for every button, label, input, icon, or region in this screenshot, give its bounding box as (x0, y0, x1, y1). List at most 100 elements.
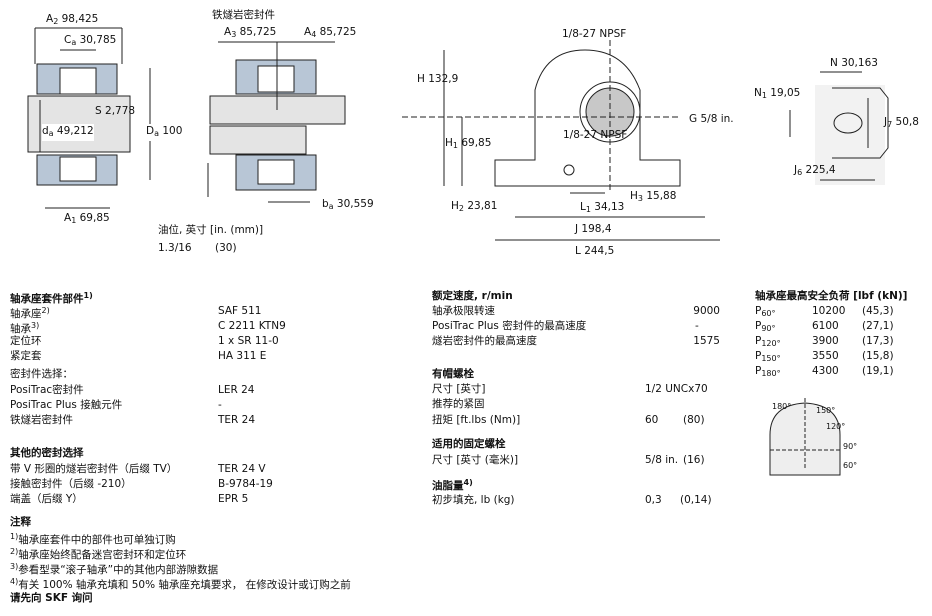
note-sup: 1) (10, 532, 19, 541)
note-sup: 2) (10, 547, 19, 556)
dim-a1-value: 69,85 (79, 212, 110, 224)
speed-title: 额定速度, r/min (432, 290, 513, 302)
dim-da-outer-value: 100 (162, 125, 183, 137)
attach-bolt-label: 尺寸 [英寸 (毫米)] (432, 454, 519, 466)
dim-da-outer: Da 100 (146, 124, 183, 141)
kit-row-label: 轴承3) (10, 319, 39, 336)
notes-title: 注释 (10, 516, 31, 528)
angle-120: 120° (826, 422, 846, 431)
oil-level-mm: (30) (215, 242, 237, 254)
other-seal-value: EPR 5 (218, 493, 249, 505)
dim-da-value: 49,212 (56, 125, 94, 137)
speed-label: PosiTrac Plus 密封件的最高速度 (432, 320, 587, 332)
cap-bolt-title: 有帽螺栓 (432, 368, 474, 380)
dim-a3-value: 85,725 (239, 26, 277, 38)
kit-label-sup: 3) (31, 321, 40, 330)
npsf-mid: 1/8-27 NPSF (563, 129, 628, 141)
dim-ba: ba 30,559 (322, 198, 374, 211)
dim-a1: A1 69,85 (64, 212, 110, 225)
dim-j7-value: 50,8 (895, 116, 919, 128)
attach-bolt-title: 适用的固定螺栓 (432, 438, 506, 450)
kit-label-text: 轴承座 (10, 308, 42, 320)
dim-h2: H2 23,81 (451, 200, 498, 213)
load-angle: 180° (761, 369, 781, 378)
speed-label: 燧岩密封件的最高速度 (432, 335, 537, 347)
load-label: P90° (755, 320, 776, 333)
note-sup: 3) (10, 562, 19, 571)
seal-label: PosiTrac密封件 (10, 384, 84, 396)
kit-row-label: 紧定套 (10, 350, 42, 362)
grease-label: 初步填充, lb (kg) (432, 494, 515, 506)
dim-a3: A3 85,725 (224, 26, 277, 39)
cap-bolt-size-label: 尺寸 [英寸] (432, 383, 486, 395)
dim-n1-value: 19,05 (770, 87, 801, 99)
note-sup: 4) (10, 577, 19, 586)
load-kn: (17,3) (862, 335, 894, 347)
foot-slot-drawing (789, 71, 889, 185)
seal-label: PosiTrac Plus 接触元件 (10, 399, 123, 411)
other-seal-label: 带 V 形圈的燧岩密封件（后缀 TV） (10, 463, 178, 475)
attach-bolt-mm: (16) (683, 454, 705, 466)
npsf-top: 1/8-27 NPSF (562, 28, 627, 40)
note-text: 参看型录“滚子轴承”中的其他内部游隙数据 (18, 564, 219, 576)
load-kn: (45,3) (862, 305, 894, 317)
dim-h1: H1 69,85 (445, 137, 492, 150)
load-lbf: 10200 (812, 305, 846, 317)
load-angle: 120° (761, 339, 781, 348)
load-lbf: 6100 (812, 320, 839, 332)
seal-value: LER 24 (218, 384, 255, 396)
speed-value: 9000 (693, 305, 720, 317)
cap-bolt-torque-value: 60 (645, 414, 659, 426)
cap-bolt-torque-label1: 推荐的紧固 (432, 398, 485, 410)
load-label: P120° (755, 335, 781, 348)
cap-bolt-size-value: 1/2 UNCx70 (645, 383, 708, 395)
kit-row-value: C 2211 KTN9 (218, 320, 286, 332)
kit-title-sup: 1) (83, 291, 93, 300)
angle-90: 90° (843, 442, 858, 451)
grease-title-text: 油脂量 (432, 480, 464, 492)
note: 4)有关 100% 轴承充填和 50% 轴承座充填要求， 在修改设计或订购之前 (10, 575, 351, 592)
dim-j7: J7 50,8 (884, 116, 919, 129)
other-seal-value: B-9784-19 (218, 478, 273, 490)
dim-g: G 5/8 in. (689, 113, 734, 125)
seal-title: 密封件选择： (10, 368, 73, 380)
load-label: P180° (755, 365, 781, 378)
note-text: 有关 100% 轴承充填和 50% 轴承座充填要求， 在修改设计或订购之前 (18, 579, 351, 591)
dim-l1-value: 34,13 (594, 201, 625, 213)
dim-ca-value: 30,785 (79, 34, 117, 46)
dim-a2-value: 98,425 (61, 13, 99, 25)
contact-skf: 请先向 SKF 询问 (10, 592, 93, 604)
kit-row-value: 1 x SR 11-0 (218, 335, 279, 347)
load-label: P150° (755, 350, 781, 363)
dim-da: da 49,212 (42, 124, 94, 141)
oil-level-in: 1.3/16 (158, 242, 192, 254)
kit-row-value: SAF 511 (218, 305, 262, 317)
note-text: 轴承座套件中的部件也可单独订购 (18, 534, 176, 546)
dim-a2: A2 98,425 (46, 13, 99, 26)
dim-n: N 30,163 (830, 57, 878, 69)
other-seal-title: 其他的密封选择 (10, 447, 84, 459)
dim-j: J 198,4 (575, 223, 612, 235)
grease-value: 0,3 (645, 494, 662, 506)
taconite-section-drawing (207, 41, 346, 203)
seal-value: - (218, 399, 222, 411)
note: 3)参看型录“滚子轴承”中的其他内部游隙数据 (10, 560, 218, 577)
load-lbf: 3900 (812, 335, 839, 347)
load-label: P60° (755, 305, 776, 318)
dim-ca: Ca 30,785 (64, 34, 117, 47)
other-seal-label: 端盖（后缀 Y） (10, 493, 83, 505)
dim-l1: L1 34,13 (580, 201, 625, 214)
angle-150: 150° (816, 406, 836, 415)
speed-value: - (695, 320, 699, 332)
load-angle: 150° (761, 354, 781, 363)
taconite-title: 铁燧岩密封件 (212, 9, 275, 21)
oil-level-label: 油位, 英寸 [in. (mm)] (158, 224, 264, 236)
speed-value: 1575 (693, 335, 720, 347)
load-kn: (15,8) (862, 350, 894, 362)
dim-n1: N1 19,05 (754, 87, 801, 100)
seal-value: TER 24 (218, 414, 256, 426)
note: 2)轴承座始终配备迷宫密封环和定位环 (10, 545, 186, 562)
dim-h: H 132,9 (417, 73, 459, 85)
kit-label-sup: 2) (41, 306, 50, 315)
load-kn: (19,1) (862, 365, 894, 377)
